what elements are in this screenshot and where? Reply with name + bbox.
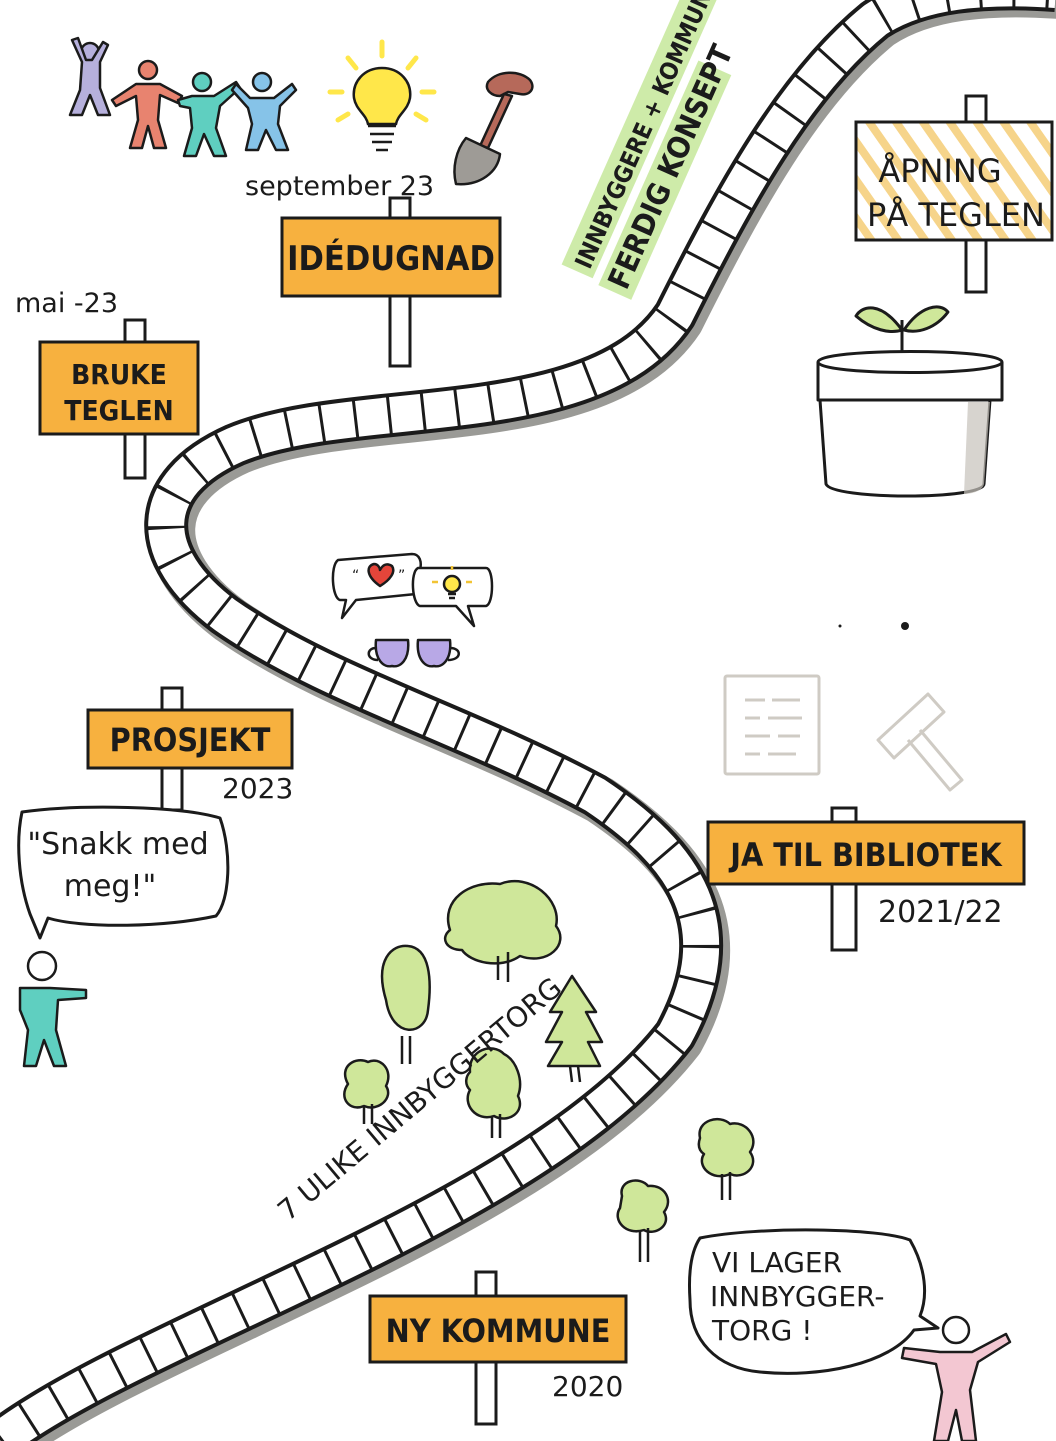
tree-icon bbox=[380, 944, 431, 1064]
gavel-icon bbox=[876, 692, 964, 792]
document-icon bbox=[723, 674, 821, 776]
person-icon bbox=[110, 59, 184, 150]
tree-icon bbox=[343, 1059, 390, 1124]
heart-speech-icon: “ ” bbox=[331, 552, 422, 620]
trees bbox=[343, 879, 755, 1262]
tree-icon bbox=[465, 1047, 522, 1138]
shovel-icon bbox=[453, 71, 534, 186]
person-icon bbox=[900, 1315, 1012, 1441]
vi-lager-line-1: VI LAGER bbox=[712, 1246, 842, 1279]
apning-label-1: ÅPNING bbox=[878, 152, 1001, 190]
vi-lager-line-3: TORG ! bbox=[711, 1314, 812, 1347]
lightbulb-icon bbox=[327, 39, 437, 152]
sign-prosjekt: PROSJEKT 2023 bbox=[86, 686, 294, 812]
ja-til-bibliotek-year: 2021/22 bbox=[878, 895, 1003, 930]
bruke-teglen-label-2: TEGLEN bbox=[64, 394, 173, 427]
sign-ny-kommune: NY KOMMUNE 2020 bbox=[368, 1270, 628, 1426]
tree-icon bbox=[544, 974, 604, 1083]
ink-dot bbox=[901, 622, 909, 630]
highlight-line-1 bbox=[561, 0, 727, 279]
light-rays bbox=[327, 39, 437, 123]
people-group-icon bbox=[68, 36, 298, 158]
prosjekt-label: PROSJEKT bbox=[110, 721, 271, 759]
vi-lager-line-2: INNBYGGER- bbox=[710, 1280, 884, 1313]
speech-bubble-vi-lager: VI LAGER INNBYGGER- TORG ! bbox=[688, 1228, 940, 1375]
tree-icon bbox=[697, 1118, 755, 1200]
sign-ja-til-bibliotek: JA TIL BIBLIOTEK 2021/22 bbox=[706, 806, 1026, 952]
speech-bubble-snakk: "Snakk med meg!" bbox=[17, 805, 230, 940]
ink-dot bbox=[838, 624, 842, 628]
bruke-teglen-date: mai -23 bbox=[15, 288, 118, 319]
coffee-cups-icon bbox=[367, 638, 460, 668]
sign-apning: ÅPNING PÅ TEGLEN bbox=[854, 94, 1054, 294]
person-icon bbox=[18, 950, 88, 1068]
sign-board bbox=[280, 216, 502, 298]
sign-idedugnad: september 23 IDÉDUGNAD bbox=[245, 171, 502, 368]
tree-icon bbox=[616, 1179, 670, 1262]
sign-board bbox=[706, 820, 1026, 886]
sign-bruke-teglen: mai -23 BRUKE TEGLEN bbox=[15, 288, 200, 480]
sign-board bbox=[38, 340, 200, 436]
tree-icon bbox=[443, 879, 562, 982]
snakk-line-2: meg!" bbox=[64, 869, 157, 904]
ny-kommune-year: 2020 bbox=[552, 1370, 623, 1403]
svg-text:“: “ bbox=[352, 568, 359, 584]
snakk-line-1: "Snakk med bbox=[27, 827, 208, 862]
ny-kommune-label: NY KOMMUNE bbox=[386, 1312, 611, 1350]
prosjekt-year: 2023 bbox=[222, 772, 293, 805]
plant-pot-icon bbox=[816, 305, 1004, 498]
person-icon bbox=[68, 36, 112, 117]
idedugnad-label: IDÉDUGNAD bbox=[287, 238, 495, 279]
highlight-line-2 bbox=[598, 60, 732, 300]
sign-board bbox=[86, 708, 294, 770]
sign-board bbox=[854, 120, 1054, 242]
svg-text:”: ” bbox=[398, 568, 405, 584]
sign-board bbox=[368, 1294, 628, 1364]
idea-speech-icon bbox=[411, 566, 494, 628]
person-icon bbox=[230, 71, 298, 152]
bruke-teglen-label-1: BRUKE bbox=[71, 358, 167, 391]
apning-label-2: PÅ TEGLEN bbox=[867, 196, 1045, 234]
ja-til-bibliotek-label: JA TIL BIBLIOTEK bbox=[728, 836, 1003, 874]
person-icon bbox=[176, 71, 242, 158]
